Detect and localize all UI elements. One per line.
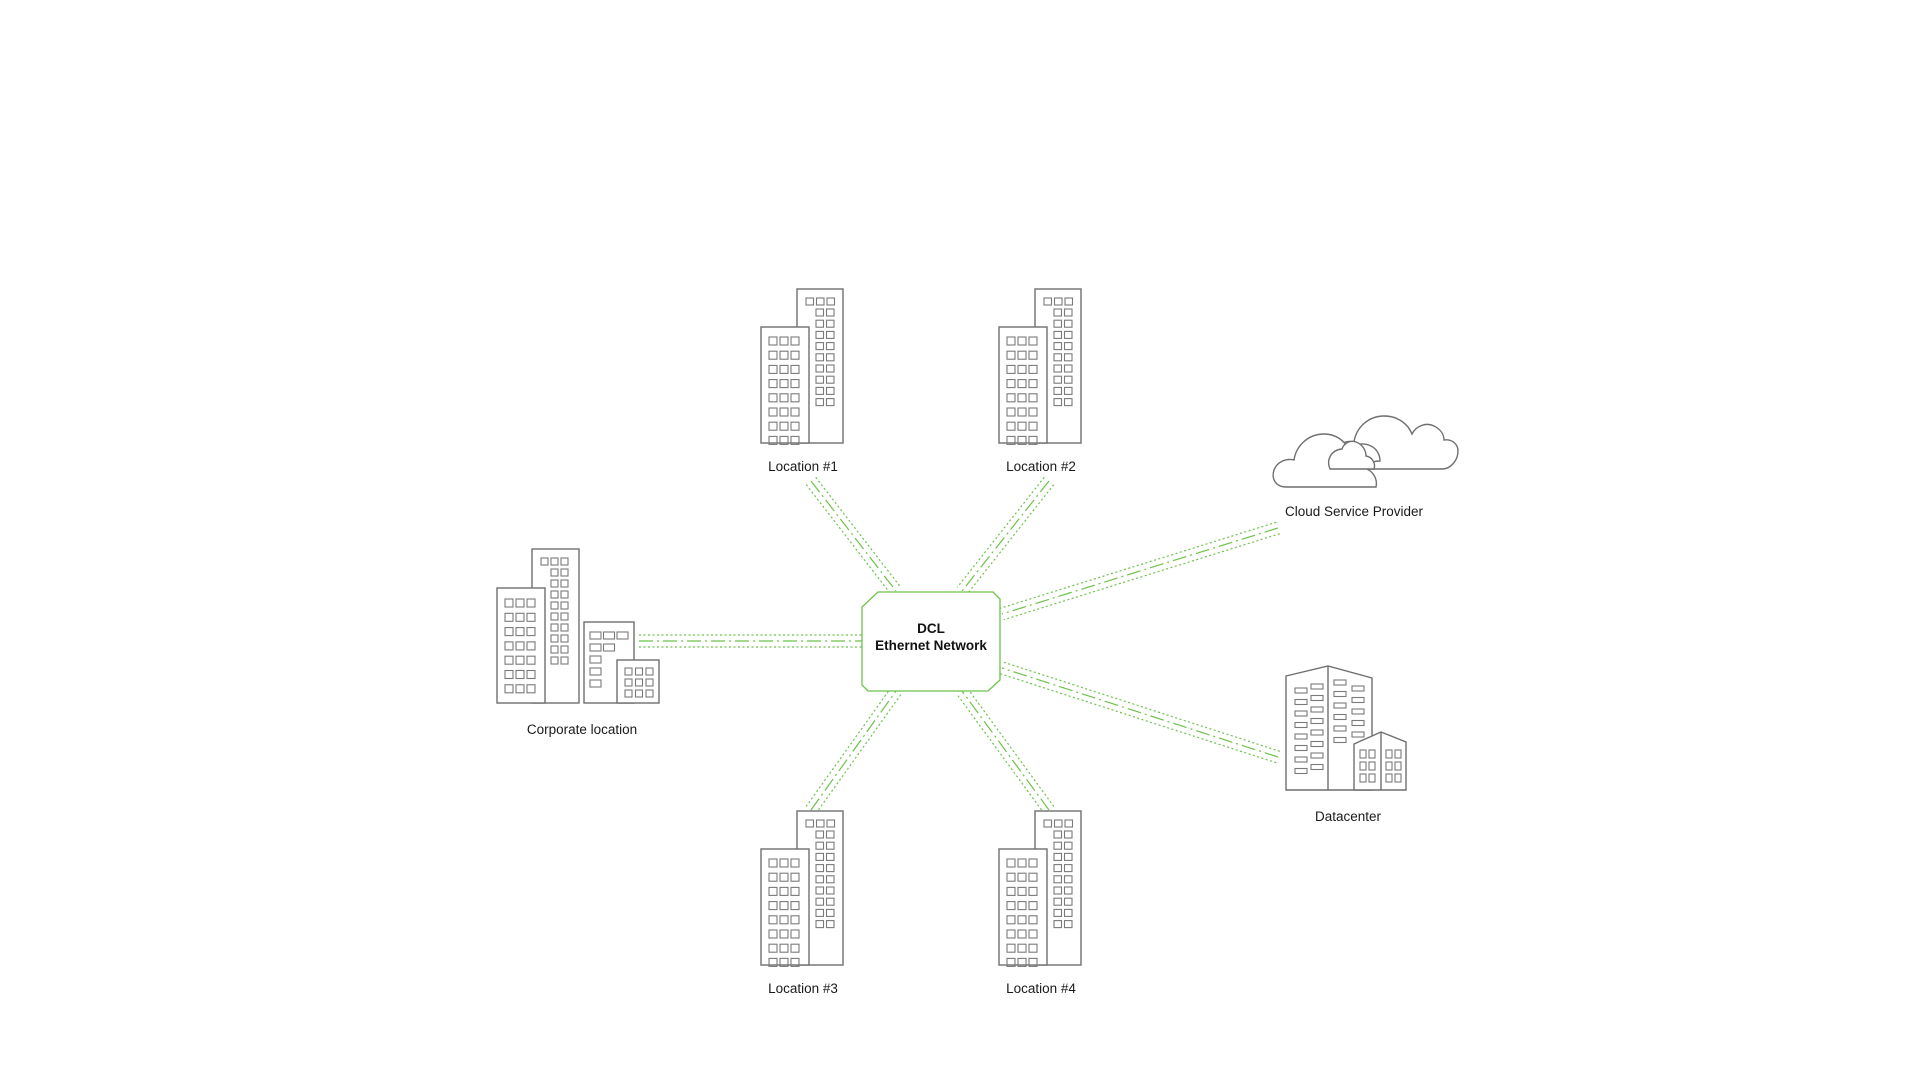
- link-datacenter: [999, 661, 1281, 764]
- link-corporate: [639, 634, 862, 648]
- office-tower-icon: [760, 810, 844, 967]
- location1-label: Location #1: [768, 459, 838, 474]
- office-campus-icon: [496, 548, 660, 704]
- link-location1: [805, 476, 902, 596]
- location4-label: Location #4: [1006, 981, 1076, 996]
- cloud-label: Cloud Service Provider: [1285, 504, 1424, 519]
- cloud-node: Cloud Service Provider: [1272, 415, 1459, 519]
- corporate-node: Corporate location: [496, 548, 660, 737]
- datacenter-icon: [1285, 665, 1407, 791]
- office-tower-icon: [998, 288, 1082, 445]
- corporate-label: Corporate location: [527, 722, 637, 737]
- link-location4: [956, 687, 1055, 814]
- link-cloud: [1000, 521, 1280, 621]
- hub-box: [861, 591, 1001, 692]
- location1-node: Location #1: [760, 288, 844, 474]
- cloud-icon: [1272, 415, 1459, 488]
- location2-label: Location #2: [1006, 459, 1076, 474]
- datacenter-node: Datacenter: [1285, 665, 1407, 824]
- hub-title-line1: DCL: [917, 621, 945, 636]
- office-tower-icon: [998, 810, 1082, 967]
- office-tower-icon: [760, 288, 844, 445]
- location3-label: Location #3: [768, 981, 838, 996]
- location2-node: Location #2: [998, 288, 1082, 474]
- hub-title-line2: Ethernet Network: [875, 638, 987, 653]
- datacenter-label: Datacenter: [1315, 809, 1382, 824]
- location4-node: Location #4: [998, 810, 1082, 996]
- dcl-ethernet-network-hub: DCL Ethernet Network: [861, 591, 1001, 692]
- link-location3: [805, 687, 902, 814]
- location3-node: Location #3: [760, 810, 844, 996]
- link-location2: [956, 476, 1055, 596]
- connection-links: [639, 476, 1281, 814]
